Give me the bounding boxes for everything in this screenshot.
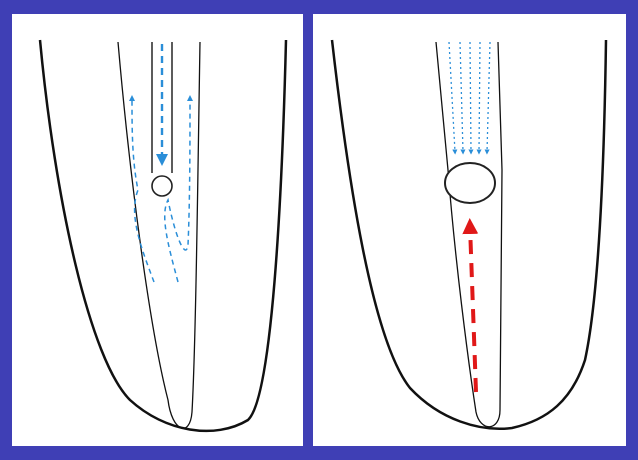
left-panel-background bbox=[12, 14, 303, 446]
left-panel bbox=[12, 14, 303, 446]
right-panel bbox=[313, 14, 626, 446]
tube-tip-ball bbox=[445, 163, 495, 203]
needle-tip-ball bbox=[152, 176, 172, 196]
